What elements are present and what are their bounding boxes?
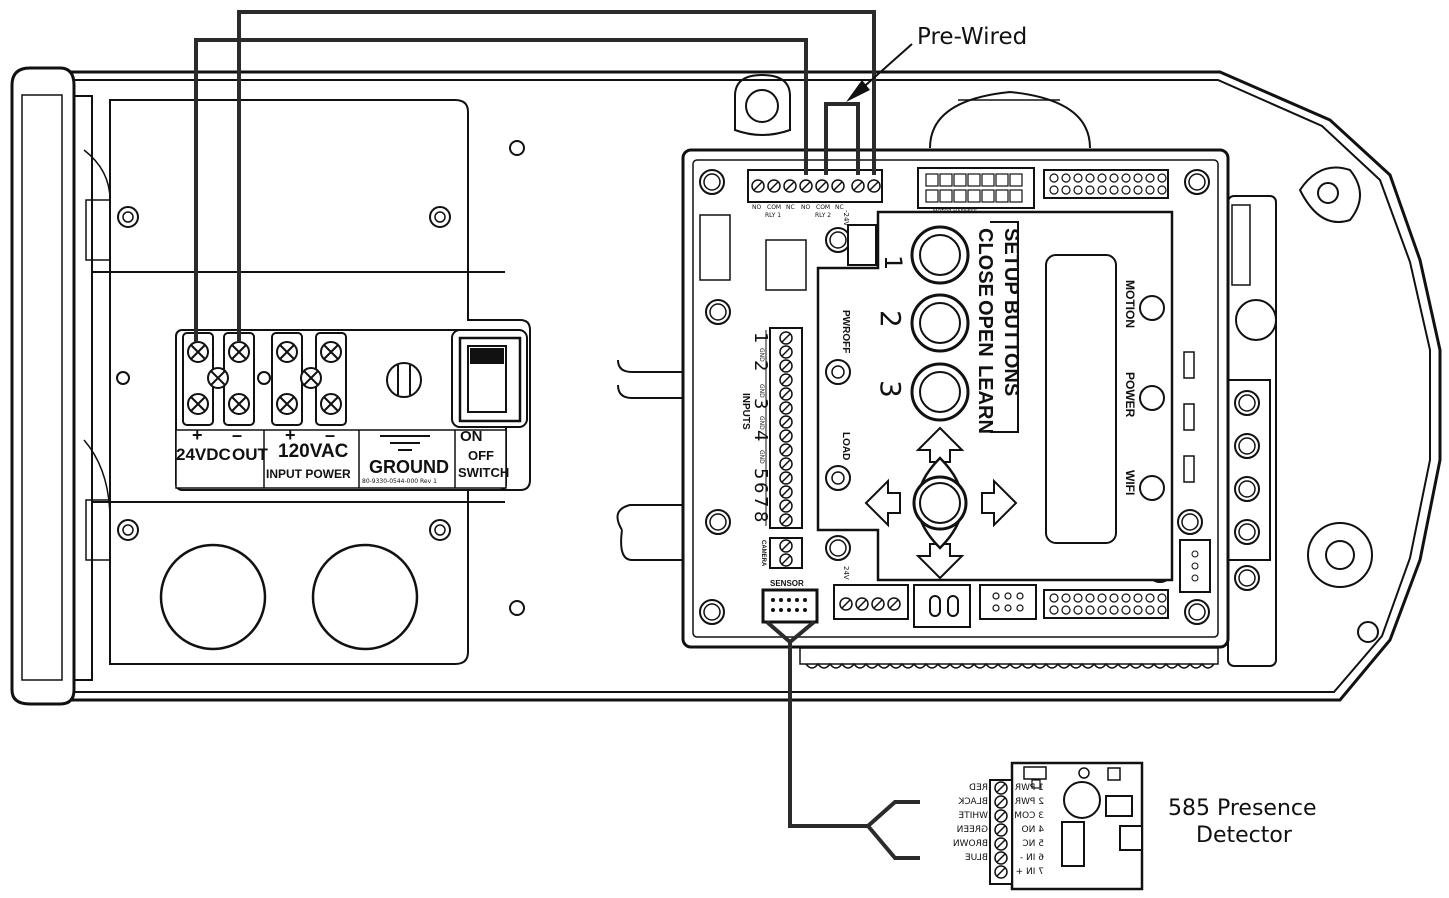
input-3: 3 <box>750 398 771 410</box>
on-label: ON <box>460 428 483 445</box>
input-5: 5 <box>750 468 771 480</box>
sensor-cable <box>765 620 920 860</box>
side-connectors <box>1223 379 1271 591</box>
pin-7: 7 IN + <box>1015 867 1044 877</box>
open-label: OPEN <box>974 300 996 357</box>
wifi-led <box>1139 475 1165 501</box>
power-wires <box>194 10 876 342</box>
relay-no-1: NO <box>752 204 762 211</box>
wire-brown: BROWN <box>952 839 988 849</box>
relay-24v-label: -24V <box>842 210 850 227</box>
pin-1: 1 PWR <box>1014 783 1044 793</box>
wifi-label: WIFI <box>1123 470 1137 496</box>
part-number-label: 80-9330-0544-000 Rev 1 <box>362 478 437 485</box>
ac-plus-label: + <box>285 425 296 445</box>
button-2-label: 2 <box>874 310 907 328</box>
power-switch[interactable] <box>451 329 528 428</box>
setup-button-1[interactable] <box>910 225 970 285</box>
pin-2: 2 PWR <box>1014 797 1044 807</box>
wire-blue: BLUE <box>964 853 988 863</box>
pre-wired-jumper <box>824 102 860 175</box>
relay-nc-2: NC <box>835 204 844 211</box>
ac-minus-label: – <box>325 425 336 445</box>
pre-wired-arrow <box>846 43 913 102</box>
dc-label: 24VDC <box>176 445 231 464</box>
power-led <box>1139 385 1165 411</box>
setup-buttons-label: SETUP BUTTONS <box>1000 228 1022 397</box>
gnd-1: GND <box>758 348 765 362</box>
ground-label: GROUND <box>369 457 449 477</box>
wire-black: BLACK <box>958 797 988 807</box>
gnd-2: GND <box>758 384 765 398</box>
setup-button-3[interactable] <box>910 362 970 422</box>
close-label: CLOSE <box>974 228 996 297</box>
pre-wired-label: Pre-Wired <box>917 24 1028 50</box>
control-box <box>681 148 1230 649</box>
relay-com-2: COM <box>816 204 831 211</box>
learn-label: LEARN <box>974 365 996 434</box>
camera-label: CAMERA <box>760 540 766 567</box>
relay-1-label: RLY 1 <box>765 212 782 219</box>
input-1: 1 <box>750 332 771 344</box>
motion-label: MOTION <box>1123 280 1137 328</box>
pwroff-label: PWROFF <box>840 310 851 354</box>
detector-label-line2: Detector <box>1196 823 1292 848</box>
bottom-24v-label: 24V <box>842 566 850 580</box>
relay-com-1: COM <box>767 204 782 211</box>
pwroff-button[interactable] <box>825 359 851 385</box>
relay-no-2: NO <box>801 204 811 211</box>
off-label: OFF <box>468 448 494 463</box>
sensor-connector <box>761 588 819 624</box>
power-label: POWER <box>1123 372 1137 418</box>
power-terminal-strip <box>175 329 528 491</box>
pin-3: 3 COM <box>1014 811 1044 821</box>
input-4: 4 <box>750 430 771 442</box>
pin-4: 4 NO <box>1021 825 1044 835</box>
input-6: 6 <box>750 482 771 494</box>
presence-detector <box>989 761 1144 891</box>
load-button[interactable] <box>825 465 851 491</box>
gnd-3: GND <box>758 416 765 430</box>
button-3-label: 3 <box>874 380 907 398</box>
setup-button-2[interactable] <box>910 293 970 353</box>
wire-white: WHITE <box>958 811 988 821</box>
load-label: LOAD <box>840 432 851 461</box>
ground-screw <box>386 362 422 398</box>
input-8: 8 <box>750 511 771 523</box>
button-1-label: 1 <box>879 255 907 271</box>
relay-nc-1: NC <box>786 204 795 211</box>
detector-terminal-labels: 1 PWR 2 PWR 3 COM 4 NO 5 NC 6 IN - 7 IN … <box>1014 781 1044 883</box>
dc-plus-label: + <box>192 425 203 445</box>
pin-5: 5 NC <box>1022 839 1044 849</box>
wire-red: RED <box>969 783 988 793</box>
dc-minus-label: – <box>232 425 243 445</box>
ac-label: 120VAC <box>278 441 349 462</box>
motion-led <box>1139 295 1165 321</box>
pin-6: 6 IN - <box>1019 853 1044 863</box>
out-label: OUT <box>232 445 268 464</box>
detector-wire-colors: RED BLACK WHITE GREEN BROWN BLUE <box>928 781 988 883</box>
relay-2-label: RLY 2 <box>815 212 832 219</box>
gnd-4: GND <box>758 450 765 464</box>
sensor-label: SENSOR <box>770 579 804 588</box>
input-power-label: INPUT POWER <box>266 467 351 481</box>
input-7: 7 <box>750 496 771 508</box>
switch-label: SWITCH <box>458 465 510 480</box>
detector-label-line1: 585 Presence <box>1168 796 1317 821</box>
motor-harness-label: MOTOR HARNESS <box>933 209 978 215</box>
navigation-pad[interactable] <box>864 426 1018 580</box>
bottom-rail <box>799 647 1219 669</box>
wire-green: GREEN <box>956 825 988 835</box>
